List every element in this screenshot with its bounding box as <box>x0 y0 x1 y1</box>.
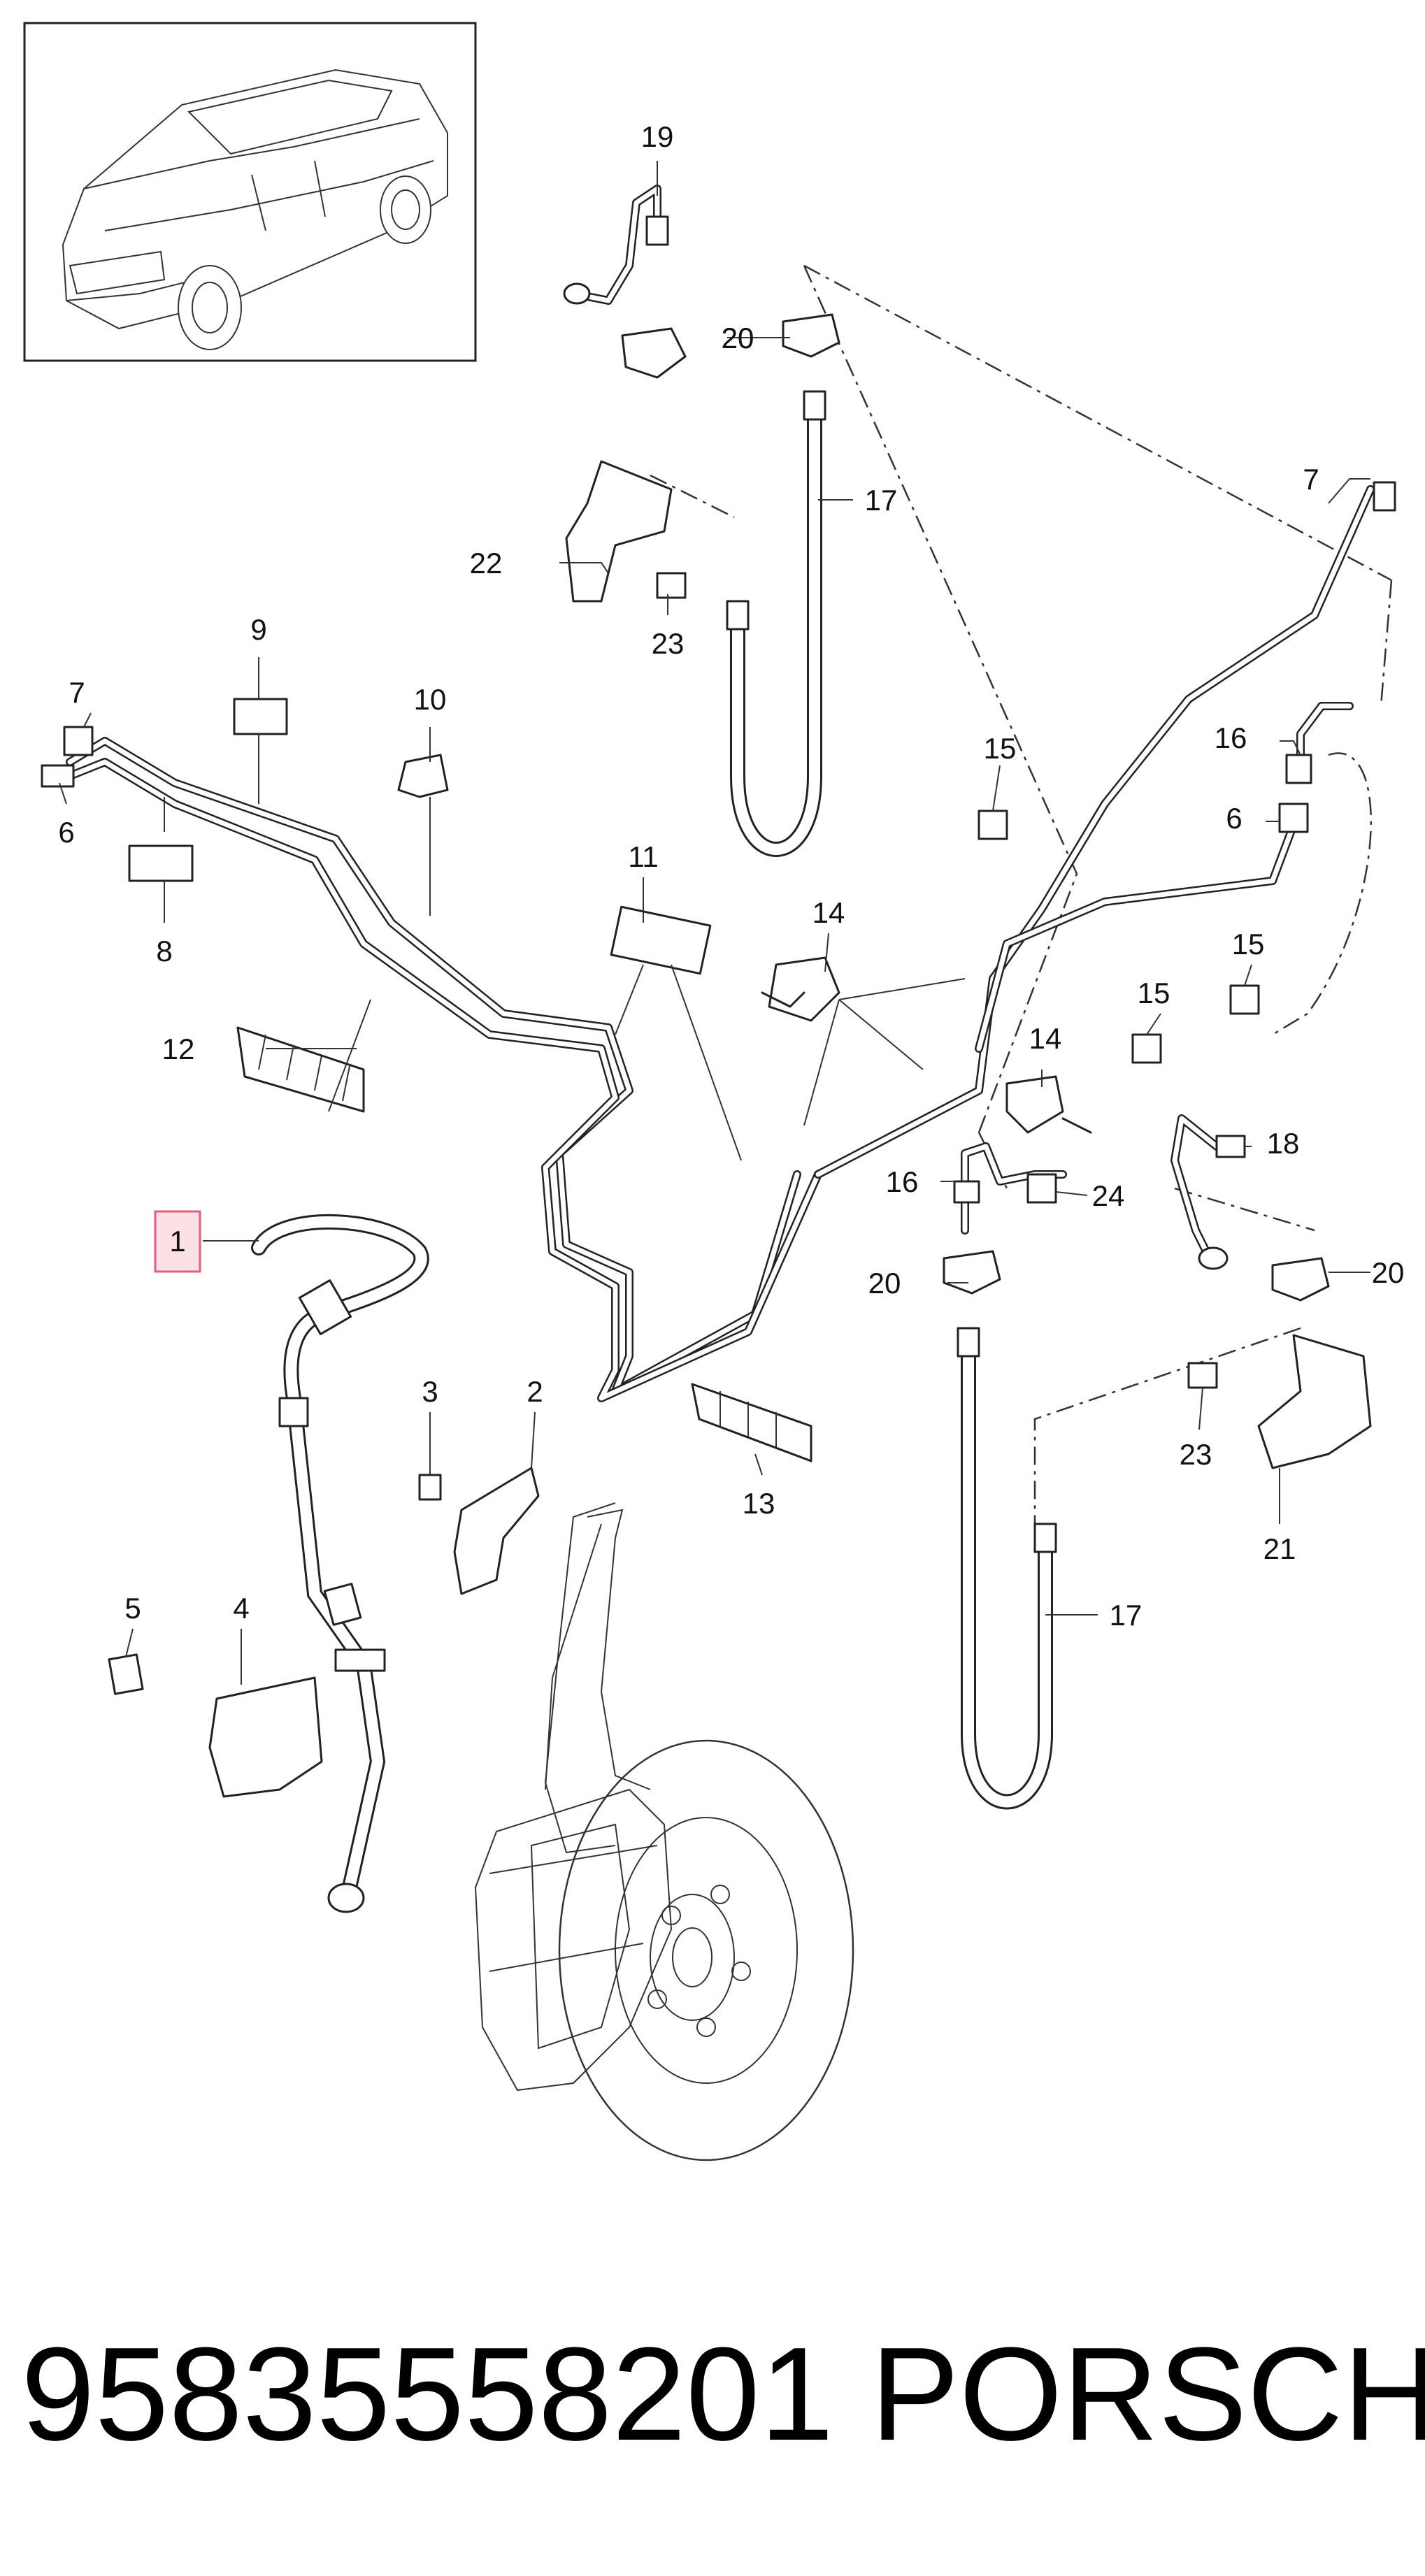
rigid-brake-lines <box>66 185 1375 1402</box>
steering-knuckle <box>545 1509 651 1790</box>
callout-label: 14 <box>1029 1022 1062 1055</box>
car-thumbnail <box>23 22 477 362</box>
callout-label: 3 <box>422 1375 438 1408</box>
callout-label: 7 <box>69 676 85 709</box>
callout-label: 20 <box>1372 1256 1405 1289</box>
callout-label: 14 <box>812 896 845 929</box>
callout-label: 24 <box>1092 1179 1125 1212</box>
callout-label: 6 <box>58 816 74 849</box>
leader-lines <box>59 161 1370 1685</box>
brake-caliper <box>474 1788 673 2092</box>
callout-label: 19 <box>641 120 674 153</box>
callout-label: 16 <box>1215 721 1247 754</box>
callout-labels: 1 2 3 4 5 6 6 7 7 8 9 10 11 12 13 14 14 … <box>58 120 1404 1632</box>
routing-lines <box>650 264 1393 1531</box>
callout-label: 20 <box>722 322 754 354</box>
callout-label: 15 <box>1232 928 1265 960</box>
callout-label: 22 <box>470 547 503 580</box>
callout-label: 15 <box>1138 977 1170 1009</box>
callout-label: 2 <box>527 1375 543 1408</box>
brake-hose-1 <box>251 1214 429 1913</box>
callout-label: 9 <box>250 613 266 646</box>
callout-label: 1 <box>169 1225 185 1258</box>
components <box>41 215 1396 1798</box>
callout-label: 8 <box>156 935 172 967</box>
callout-label: 12 <box>162 1032 195 1065</box>
brake-hose-17-upper <box>726 390 826 857</box>
highlight-box <box>154 1210 201 1273</box>
part-number: 95835558201 <box>21 2320 833 2468</box>
callout-label: 17 <box>865 484 898 517</box>
callout-label: 16 <box>886 1165 919 1198</box>
callout-label: 20 <box>868 1267 901 1300</box>
callout-label: 10 <box>414 683 447 716</box>
callout-label: 4 <box>233 1592 249 1625</box>
callout-label: 20 <box>722 322 754 354</box>
callout-label: 23 <box>652 627 685 660</box>
callout-label: 13 <box>743 1487 775 1520</box>
callout-label: 21 <box>1263 1532 1296 1565</box>
callout-label: 5 <box>124 1592 141 1625</box>
brake-disc <box>544 1502 854 2161</box>
callout-label: 7 <box>1303 463 1319 496</box>
callout-label: 18 <box>1267 1127 1300 1160</box>
callout-label: 6 <box>1226 802 1242 835</box>
callout-label: 23 <box>1180 1438 1212 1471</box>
callout-label: 11 <box>628 840 659 873</box>
brand-name: PORSCHE <box>871 2320 1425 2468</box>
brake-hose-17-lower <box>957 1327 1057 1810</box>
callout-label: 15 <box>984 732 1017 765</box>
callout-label: 17 <box>1110 1599 1143 1632</box>
